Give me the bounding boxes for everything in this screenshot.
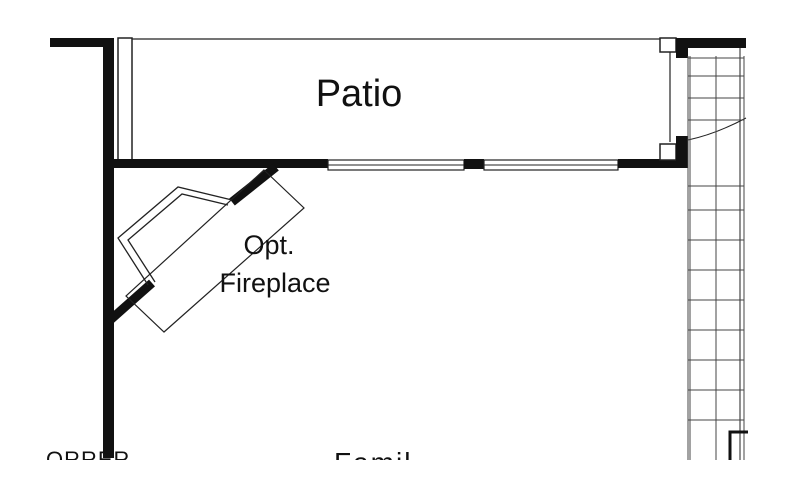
patio-post-left <box>117 37 133 163</box>
fireplace-label-line1: Opt. <box>243 230 294 260</box>
patio-divider-wall <box>112 159 328 168</box>
right-wall-lower <box>676 136 688 168</box>
patio-label: Patio <box>316 73 403 115</box>
patio-divider-wall-right <box>618 159 688 168</box>
fireplace-firebox-inner <box>127 193 229 283</box>
fireplace-hearth <box>125 169 305 333</box>
fireplace-wall-lower <box>105 279 155 326</box>
patio-post-bottom-right <box>659 143 677 161</box>
bottom-crop <box>0 460 800 500</box>
tile-grid <box>687 56 745 460</box>
top-right-wall <box>676 38 746 48</box>
left-wall <box>103 38 114 458</box>
top-left-wall <box>50 38 112 47</box>
patio-post-top-right <box>659 37 677 53</box>
fireplace-firebox-outer <box>117 186 233 286</box>
fireplace-wall-upper <box>229 163 279 206</box>
fireplace-label-line2: Fireplace <box>219 268 330 298</box>
door-mullion <box>464 159 484 169</box>
right-wall-upper <box>676 38 688 58</box>
door-swing-arc <box>687 117 747 141</box>
cabinet-corner <box>728 430 748 460</box>
